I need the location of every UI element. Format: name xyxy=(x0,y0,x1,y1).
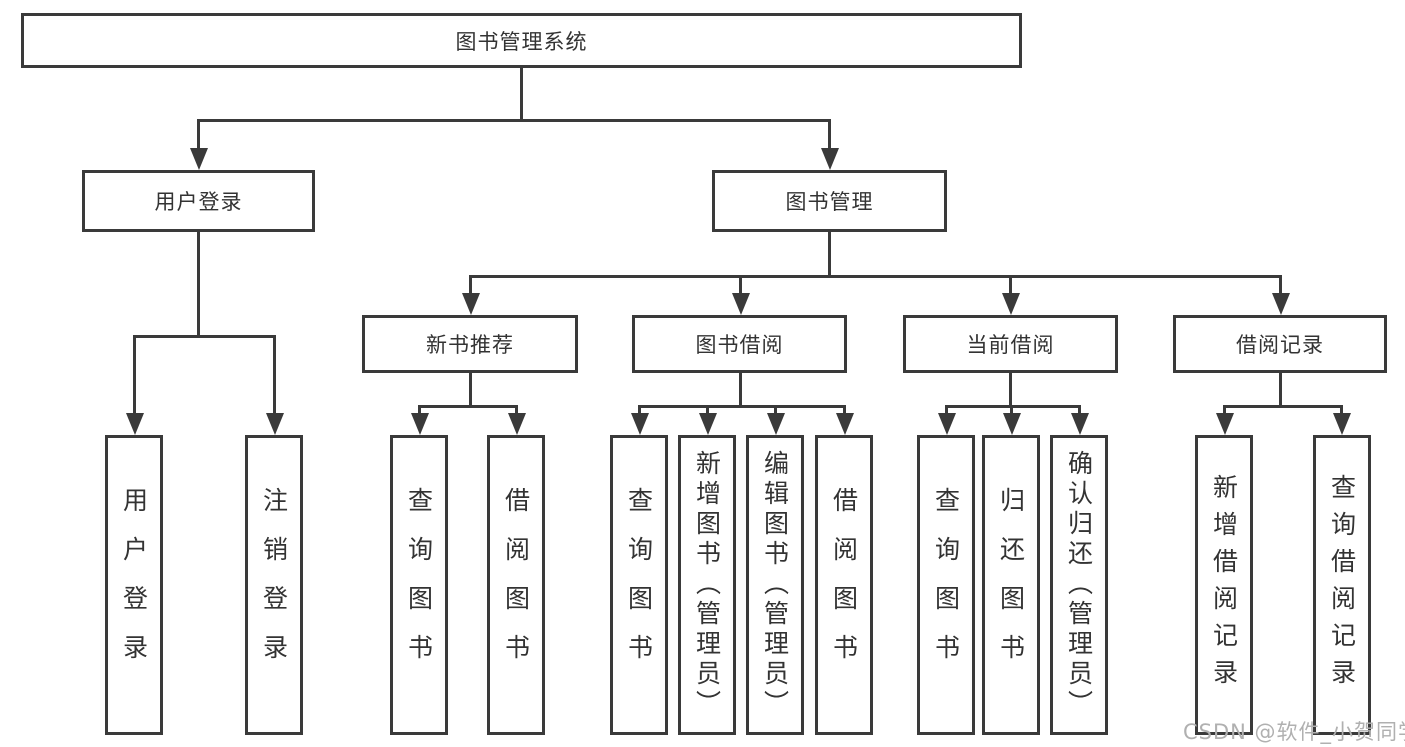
connector-arrow-down-icon xyxy=(1002,293,1020,315)
node-book-borrow: 图书借阅 xyxy=(632,315,847,373)
connector-line xyxy=(1279,373,1282,405)
node-new-book-recommend: 新书推荐 xyxy=(362,315,578,373)
connector-line xyxy=(739,373,742,405)
connector-arrow-down-icon xyxy=(266,413,284,435)
leaf-borrow-edit-book-admin-label: 编辑图书（管理员） xyxy=(760,450,790,720)
connector-arrow-down-icon xyxy=(631,413,649,435)
leaf-current-query-book: 查询图书 xyxy=(917,435,975,735)
node-book-borrow-label: 图书借阅 xyxy=(695,333,784,357)
connector-arrow-down-icon xyxy=(699,413,717,435)
connector-arrow-down-icon xyxy=(938,413,956,435)
connector-arrow-down-icon xyxy=(1003,413,1021,435)
leaf-recommend-query-book-label: 查询图书 xyxy=(404,487,434,683)
leaf-current-return-book: 归还图书 xyxy=(982,435,1040,735)
leaf-current-confirm-return-admin-label: 确认归还（管理员） xyxy=(1064,450,1094,720)
connector-line xyxy=(739,275,742,300)
connector-line xyxy=(469,275,472,300)
node-borrow-record-label: 借阅记录 xyxy=(1236,333,1324,357)
connector-arrow-down-icon xyxy=(821,148,839,170)
leaf-borrow-borrow-book-label: 借阅图书 xyxy=(829,487,859,683)
leaf-user-login-label: 用户登录 xyxy=(119,487,149,683)
connector-arrow-down-icon xyxy=(126,413,144,435)
connector-arrow-down-icon xyxy=(462,293,480,315)
connector-line xyxy=(945,405,1081,408)
leaf-record-add: 新增借阅记录 xyxy=(1195,435,1253,735)
node-current-borrow-label: 当前借阅 xyxy=(966,333,1055,357)
node-root-label: 图书管理系统 xyxy=(455,29,588,54)
connector-arrow-down-icon xyxy=(508,413,526,435)
connector-arrow-down-icon xyxy=(1216,413,1234,435)
leaf-current-query-book-label: 查询图书 xyxy=(931,487,961,683)
leaf-borrow-query-book: 查询图书 xyxy=(610,435,668,735)
connector-line xyxy=(1009,373,1012,405)
node-user-login: 用户登录 xyxy=(82,170,315,232)
connector-arrow-down-icon xyxy=(732,293,750,315)
node-root: 图书管理系统 xyxy=(21,13,1022,68)
leaf-borrow-edit-book-admin: 编辑图书（管理员） xyxy=(746,435,804,735)
connector-arrow-down-icon xyxy=(1272,293,1290,315)
leaf-borrow-borrow-book: 借阅图书 xyxy=(815,435,873,735)
connector-arrow-down-icon xyxy=(836,413,854,435)
node-book-management-label: 图书管理 xyxy=(785,190,874,214)
connector-line xyxy=(197,119,831,122)
leaf-borrow-add-book-admin-label: 新增图书（管理员） xyxy=(692,450,722,720)
connector-line xyxy=(418,405,518,408)
connector-line xyxy=(520,68,523,120)
leaf-borrow-add-book-admin: 新增图书（管理员） xyxy=(678,435,736,735)
node-current-borrow: 当前借阅 xyxy=(903,315,1118,373)
connector-line xyxy=(273,335,276,420)
connector-arrow-down-icon xyxy=(190,148,208,170)
leaf-current-confirm-return-admin: 确认归还（管理员） xyxy=(1050,435,1108,735)
connector-line xyxy=(638,405,846,408)
leaf-recommend-borrow-book: 借阅图书 xyxy=(487,435,545,735)
connector-line xyxy=(828,232,831,275)
node-new-book-recommend-label: 新书推荐 xyxy=(426,333,514,357)
leaf-user-login: 用户登录 xyxy=(105,435,163,735)
connector-line xyxy=(197,232,200,335)
node-book-management: 图书管理 xyxy=(712,170,947,232)
connector-line xyxy=(1223,405,1343,408)
connector-line xyxy=(133,335,276,338)
leaf-recommend-query-book: 查询图书 xyxy=(390,435,448,735)
leaf-record-query: 查询借阅记录 xyxy=(1313,435,1371,735)
connector-arrow-down-icon xyxy=(767,413,785,435)
connector-line xyxy=(197,119,200,159)
connector-line xyxy=(469,373,472,405)
connector-arrow-down-icon xyxy=(1071,413,1089,435)
connector-line xyxy=(469,275,1282,278)
connector-line xyxy=(1279,275,1282,300)
connector-arrow-down-icon xyxy=(1333,413,1351,435)
connector-line xyxy=(1009,275,1012,300)
leaf-recommend-borrow-book-label: 借阅图书 xyxy=(501,487,531,683)
connector-line xyxy=(133,335,136,420)
leaf-record-query-label: 查询借阅记录 xyxy=(1327,474,1357,696)
connector-line xyxy=(828,119,831,159)
node-user-login-label: 用户登录 xyxy=(154,190,243,214)
leaf-logout-label: 注销登录 xyxy=(259,487,289,683)
watermark: CSDN @软件_小贺同学 xyxy=(1183,720,1405,744)
leaf-record-add-label: 新增借阅记录 xyxy=(1209,474,1239,696)
node-borrow-record: 借阅记录 xyxy=(1173,315,1387,373)
leaf-borrow-query-book-label: 查询图书 xyxy=(624,487,654,683)
leaf-current-return-book-label: 归还图书 xyxy=(996,487,1026,683)
leaf-logout: 注销登录 xyxy=(245,435,303,735)
connector-arrow-down-icon xyxy=(411,413,429,435)
